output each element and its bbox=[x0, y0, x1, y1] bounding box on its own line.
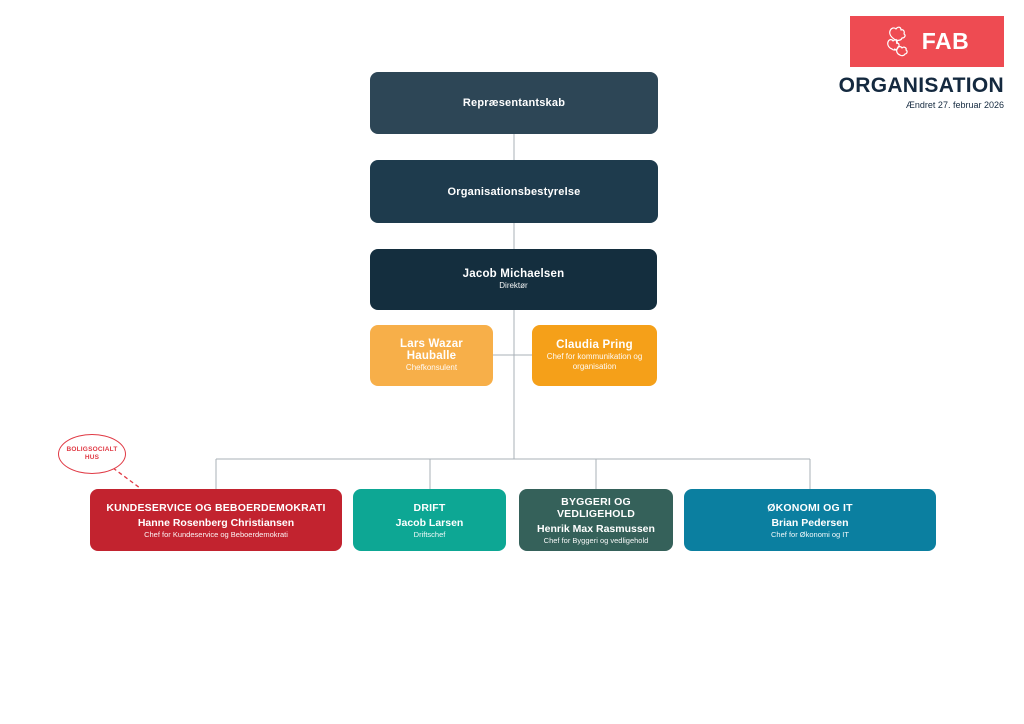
node-direktor: Jacob Michaelsen Direktør bbox=[370, 249, 657, 310]
last-modified-date: Ændret 27. februar 2026 bbox=[905, 100, 1004, 110]
node-staff-kommunikation: Claudia Pring Chef for kommunikation og … bbox=[532, 325, 657, 386]
person-name: Brian Pedersen bbox=[771, 516, 849, 529]
node-dept-okonomi: ØKONOMI OG IT Brian Pedersen Chef for Øk… bbox=[684, 489, 936, 551]
dept-title: DRIFT bbox=[413, 501, 446, 514]
person-role: Chefkonsulent bbox=[405, 363, 458, 372]
person-role: Chef for Økonomi og IT bbox=[771, 529, 849, 539]
callout-dashed-line bbox=[112, 467, 141, 489]
boligsocialt-hus-callout: BOLIGSOCIALT HUS bbox=[58, 434, 126, 474]
node-title: Repræsentantskab bbox=[462, 97, 566, 109]
node-title: Organisationsbestyrelse bbox=[447, 185, 581, 198]
node-dept-byggeri: BYGGERI OG VEDLIGEHOLD Henrik Max Rasmus… bbox=[519, 489, 673, 551]
node-dept-kundeservice: KUNDESERVICE OG BEBOERDEMOKRATI Hanne Ro… bbox=[90, 489, 342, 551]
page-title: ORGANISATION bbox=[838, 74, 1004, 97]
person-name: Henrik Max Rasmussen bbox=[537, 522, 655, 535]
node-dept-drift: DRIFT Jacob Larsen Driftschef bbox=[353, 489, 506, 551]
person-name: Hanne Rosenberg Christiansen bbox=[137, 516, 295, 529]
person-name: Claudia Pring bbox=[556, 339, 633, 351]
dept-title: BYGGERI OG VEDLIGEHOLD bbox=[556, 495, 636, 520]
callout-line2: HUS bbox=[84, 454, 100, 461]
oak-leaves-icon bbox=[886, 26, 908, 56]
person-role: Chef for kommunikation og organisation bbox=[546, 352, 643, 371]
person-role: Chef for Kundeservice og Beboerdemokrati bbox=[144, 529, 288, 539]
person-name: Jacob Michaelsen bbox=[462, 268, 565, 280]
dept-title: KUNDESERVICE OG BEBOERDEMOKRATI bbox=[106, 501, 326, 514]
node-representantskab: Repræsentantskab bbox=[370, 72, 658, 134]
person-role: Direktør bbox=[499, 281, 528, 290]
dept-title: ØKONOMI OG IT bbox=[767, 501, 853, 514]
person-role: Chef for Byggeri og vedligehold bbox=[543, 535, 649, 545]
node-organisationsbestyrelse: Organisationsbestyrelse bbox=[370, 160, 658, 223]
node-staff-chefkonsulent: Lars Wazar Hauballe Chefkonsulent bbox=[370, 325, 493, 386]
person-role: Driftschef bbox=[413, 529, 446, 539]
person-name: Lars Wazar Hauballe bbox=[400, 338, 463, 362]
person-name: Jacob Larsen bbox=[395, 516, 464, 529]
callout-line1: BOLIGSOCIALT bbox=[66, 445, 118, 453]
logo-wordmark: FAB bbox=[921, 28, 970, 54]
fab-logo: FAB bbox=[850, 16, 1004, 67]
